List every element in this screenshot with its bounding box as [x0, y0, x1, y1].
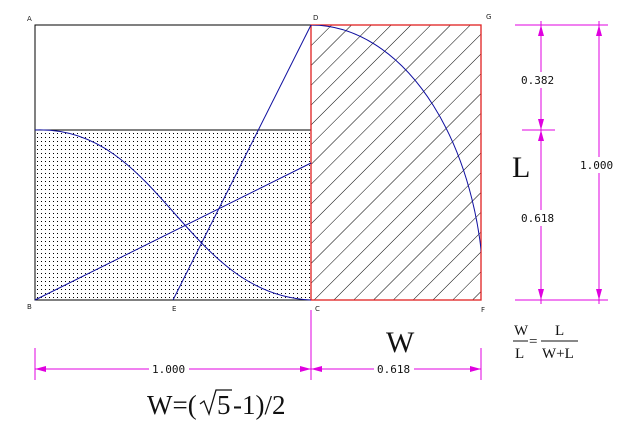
ratio-left-numerator: W [514, 323, 529, 339]
point-label-f: F [481, 306, 485, 314]
point-label-a: A [27, 15, 32, 23]
point-label-e: E [172, 305, 176, 313]
dim-top-segment: 0.382 [521, 74, 554, 87]
ratio-right-numerator: L [555, 323, 564, 339]
line-d-e [172, 24, 312, 301]
formula-lhs: W=( [147, 390, 197, 420]
golden-ratio-equation: W L = L W+L [513, 323, 578, 362]
horizontal-arrows [35, 366, 481, 372]
vertical-arrows [538, 25, 602, 300]
symbol-l: L [512, 151, 530, 184]
dim-bottom-left: 1.000 [152, 363, 185, 376]
radical-sign-icon [199, 389, 232, 417]
point-label-b: B [27, 303, 32, 311]
arc-lower-left [34, 129, 312, 301]
point-label-g: G [486, 13, 491, 21]
golden-rectangle-outline [310, 24, 482, 301]
point-label-d: D [313, 14, 318, 22]
point-label-c: C [315, 305, 320, 313]
formula-rhs: -1)/2 [233, 390, 285, 420]
symbol-w: W [386, 326, 415, 359]
golden-ratio-formula: W=( 5 -1)/2 [147, 389, 285, 420]
ratio-left-denominator: L [515, 346, 524, 362]
ratio-right-denominator: W+L [542, 346, 574, 362]
construction-lines [34, 24, 481, 301]
ratio-equals: = [529, 334, 537, 350]
dotted-region [35, 130, 311, 300]
dim-full-height: 1.000 [580, 159, 613, 172]
dim-bottom-segment: 0.618 [521, 212, 554, 225]
formula-radicand: 5 [217, 390, 231, 420]
arc-d-f [311, 25, 481, 254]
hatched-region [311, 25, 481, 300]
dim-bottom-right: 0.618 [377, 363, 410, 376]
line-b-midpoint [34, 162, 312, 301]
